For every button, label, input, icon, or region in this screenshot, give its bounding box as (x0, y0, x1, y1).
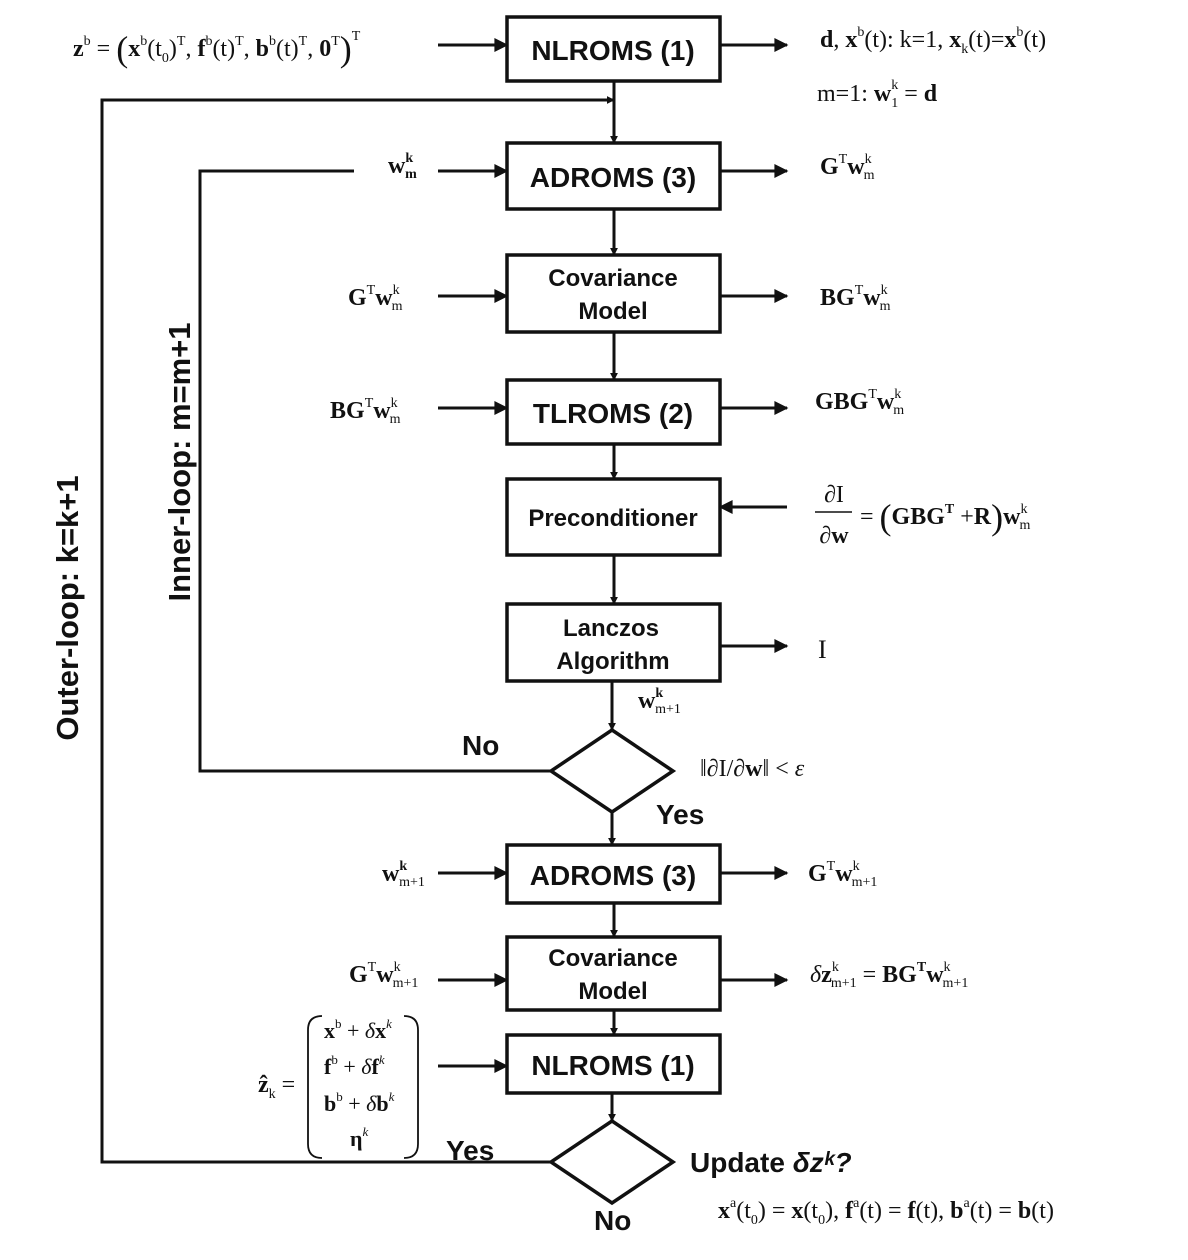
box-adroms-1-label: ADROMS (3) (530, 162, 696, 193)
box-nlroms-top-label: NLROMS (1) (531, 35, 694, 66)
svg-text:m=1: wk1 = d: m=1: wk1 = d (817, 78, 938, 111)
box-lanczos-line2: Algorithm (556, 648, 669, 675)
box-preconditioner-label: Preconditioner (528, 505, 697, 532)
box-covariance-1-line2: Model (578, 298, 647, 325)
box-nlroms-bottom-label: NLROMS (1) (531, 1050, 694, 1081)
box-lanczos-algorithm: Lanczos Algorithm (505, 602, 722, 683)
svg-text:xa(t0) = x(t0), fa(t) = f(t),: xa(t0) = x(t0), fa(t) = f(t), ba(t) = b(… (718, 1196, 1054, 1228)
outer-loop-line (100, 96, 615, 1164)
update-no-label: No (594, 1205, 631, 1236)
svg-text:fb + δfk: fb + δfk (324, 1052, 385, 1079)
svg-text:ηk: ηk (350, 1124, 369, 1151)
svg-text:xb + δxk: xb + δxk (324, 1016, 392, 1043)
update-question: Update δzᵏ? (690, 1147, 852, 1178)
inner-loop-label: Inner-loop: m=m+1 (162, 322, 197, 601)
box-covariance-1-line1: Covariance (548, 265, 677, 292)
formula-final-analysis: xa(t0) = x(t0), fa(t) = f(t), ba(t) = b(… (718, 1196, 1054, 1228)
svg-text:ẑk =: ẑk = (258, 1072, 295, 1102)
svg-text:= (GBGT +R)wkm: = (GBGT +R)wkm (860, 497, 1030, 537)
svg-text:wkm: wkm (388, 151, 417, 182)
box-adroms-2-label: ADROMS (3) (530, 860, 696, 891)
box-nlroms-top: NLROMS (1) (505, 15, 722, 83)
box-covariance-2-line1: Covariance (548, 945, 677, 972)
svg-text:wkm+1: wkm+1 (638, 686, 681, 717)
svg-text:∂w: ∂w (819, 523, 849, 549)
box-tlroms: TLROMS (2) (505, 378, 722, 446)
update-yes-label: Yes (446, 1135, 494, 1166)
svg-text:d, xb(t): k=1, xk(t)=xb(t): d, xb(t): k=1, xk(t)=xb(t) (820, 25, 1046, 57)
box-adroms-2: ADROMS (3) (505, 843, 722, 905)
box-nlroms-bottom: NLROMS (1) (505, 1033, 722, 1095)
box-adroms-1: ADROMS (3) (505, 141, 722, 211)
box-preconditioner: Preconditioner (505, 477, 722, 557)
svg-text:∂I: ∂I (824, 482, 844, 508)
svg-text:bb + δbk: bb + δbk (324, 1089, 395, 1116)
formula-d-output: d, xb(t): k=1, xk(t)=xb(t) (820, 25, 1046, 57)
box-covariance-2-line2: Model (578, 978, 647, 1005)
inner-loop-line (198, 169, 551, 773)
convergence-no-label: No (462, 730, 499, 761)
svg-text:‖∂I/∂w‖ < ε: ‖∂I/∂w‖ < ε (700, 756, 805, 782)
output-I: I (818, 635, 827, 664)
svg-text:wkm+1: wkm+1 (382, 859, 425, 890)
decision-convergence (547, 727, 677, 815)
box-tlroms-label: TLROMS (2) (533, 398, 693, 429)
formula-zhat-vector: ẑk = xb + δxk fb + δfk bb + δbk ηk (258, 1015, 419, 1159)
svg-text:zb = (xb(t0)T, fb(t)T, bb(t)T,: zb = (xb(t0)T, fb(t)T, bb(t)T, 0T)T (73, 29, 361, 69)
outer-loop-label: Outer-loop: k=k+1 (50, 475, 85, 740)
convergence-yes-label: Yes (656, 799, 704, 830)
box-covariance-model-2: Covariance Model (505, 935, 722, 1012)
box-covariance-model-1: Covariance Model (505, 253, 722, 334)
decision-update (547, 1118, 677, 1206)
formula-zb-input: zb = (xb(t0)T, fb(t)T, bb(t)T, 0T)T (73, 29, 361, 69)
box-lanczos-line1: Lanczos (563, 615, 659, 642)
formula-convergence-criterion: ‖∂I/∂w‖ < ε (700, 756, 805, 782)
